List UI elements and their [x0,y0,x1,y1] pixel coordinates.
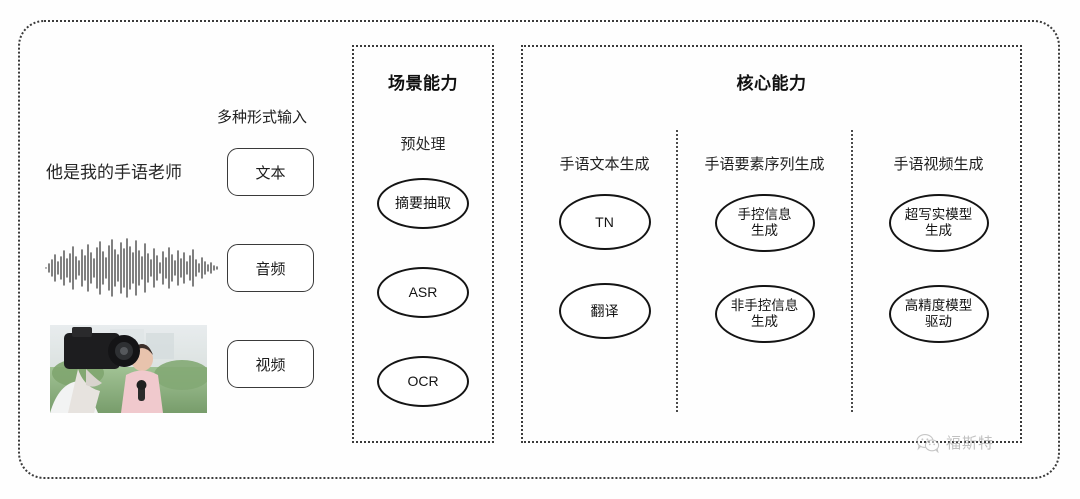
core-capability-panel: 核心能力 手语文本生成 TN 翻译 手语要素序列生成 手控信息生成 非手控信息生… [521,45,1022,443]
scene-capability-panel: 场景能力 预处理 摘要抽取 ASR OCR [352,45,494,443]
core-column-divider-2 [851,130,853,412]
scene-node-summary[interactable]: 摘要抽取 [377,178,469,229]
core-node-manual-signal[interactable]: 手控信息生成 [714,194,815,252]
scene-panel-subtitle: 预处理 [400,136,446,153]
core-panel-title: 核心能力 [736,74,807,93]
input-section-caption: 多种形式输入 [217,109,308,126]
modality-pill-video[interactable]: 视频 [227,340,314,388]
core-node-highprecision-model[interactable]: 高精度模型驱动 [888,285,989,343]
watermark-label: 福斯特 [946,435,995,452]
scene-node-asr[interactable]: ASR [377,267,469,318]
sample-text-sentence: 他是我的手语老师 [46,163,182,182]
modality-pill-audio[interactable]: 音频 [227,244,314,292]
core-column-header: 手语视频生成 [893,156,984,173]
core-column-video-generation: 手语视频生成 超写实模型生成 高精度模型驱动 [853,153,1024,343]
core-node-tn[interactable]: TN [558,194,651,250]
video-thumbnail [50,325,207,413]
core-node-non-manual-signal[interactable]: 非手控信息生成 [714,285,815,343]
watermark: 福斯特 [916,432,994,453]
core-column-element-sequence: 手语要素序列生成 手控信息生成 非手控信息生成 [678,153,851,343]
wechat-icon [916,433,940,453]
core-column-divider-1 [676,130,678,412]
core-column-header: 手语要素序列生成 [704,156,825,173]
modality-pill-text[interactable]: 文本 [227,148,314,196]
audio-waveform-icon [44,237,219,299]
core-column-text-generation: 手语文本生成 TN 翻译 [533,153,676,339]
core-column-header: 手语文本生成 [559,156,650,173]
core-node-translation[interactable]: 翻译 [558,283,651,339]
scene-node-ocr[interactable]: OCR [377,356,469,407]
core-node-photoreal-model[interactable]: 超写实模型生成 [888,194,989,252]
outer-frame [18,20,1060,479]
scene-panel-title: 场景能力 [388,74,458,93]
